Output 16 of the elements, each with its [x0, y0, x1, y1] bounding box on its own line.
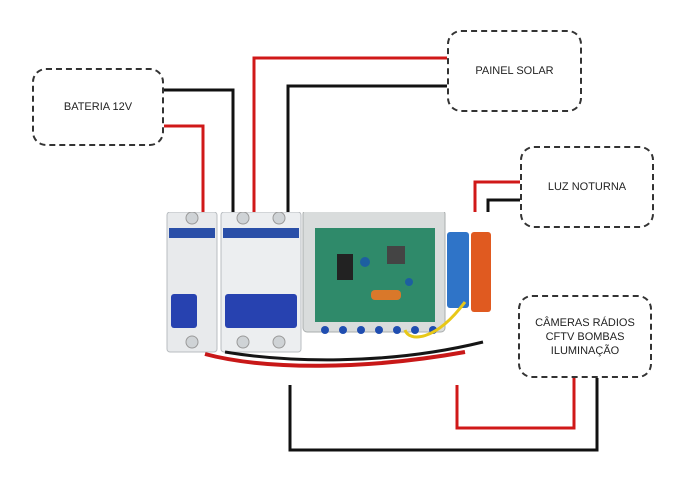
dashed-box [447, 30, 582, 112]
wire [286, 84, 447, 212]
box-label: PAINEL SOLAR [475, 64, 554, 78]
wire [486, 198, 520, 212]
wire [164, 88, 234, 212]
dashed-box [32, 68, 164, 146]
box-label: BATERIA 12V [64, 100, 132, 114]
wire [164, 124, 204, 212]
dashed-box [518, 295, 652, 378]
dashed-box [520, 146, 654, 228]
box-label: CÂMERAS RÁDIOS CFTV BOMBAS ILUMINAÇÃO [534, 316, 636, 358]
wire [474, 180, 520, 212]
wire [456, 378, 576, 430]
wire [252, 56, 447, 212]
box-label: LUZ NOTURNA [548, 180, 626, 194]
wire [288, 378, 598, 452]
